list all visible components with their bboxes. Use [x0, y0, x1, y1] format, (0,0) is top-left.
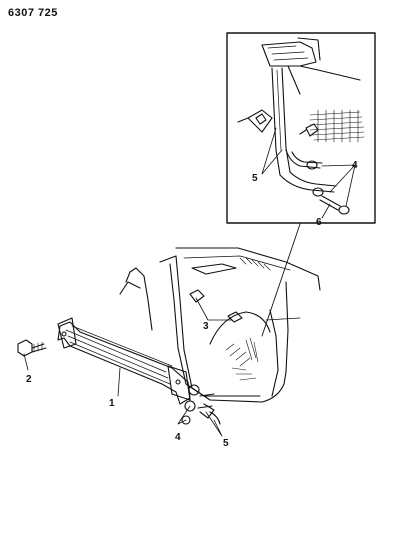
- callout-4-main: 4: [175, 432, 181, 443]
- mounting-bolt: [17, 339, 47, 357]
- callout-2: 2: [26, 374, 32, 385]
- callout-5-main: 5: [223, 438, 229, 449]
- callout-4-inset: 4: [352, 160, 358, 171]
- part-code: 6307 725: [8, 7, 58, 19]
- inset-frame: [226, 32, 376, 224]
- callout-1: 1: [109, 398, 115, 409]
- callout-3: 3: [203, 321, 209, 332]
- oil-cooler: [57, 317, 191, 405]
- callout-5-inset: 5: [252, 173, 258, 184]
- main-assembly-view: [17, 247, 321, 437]
- hose-clamps: [181, 384, 221, 425]
- detail-connector-line: [261, 223, 301, 337]
- inset-detail-view: [226, 32, 376, 224]
- callout-6-inset: 6: [316, 217, 322, 228]
